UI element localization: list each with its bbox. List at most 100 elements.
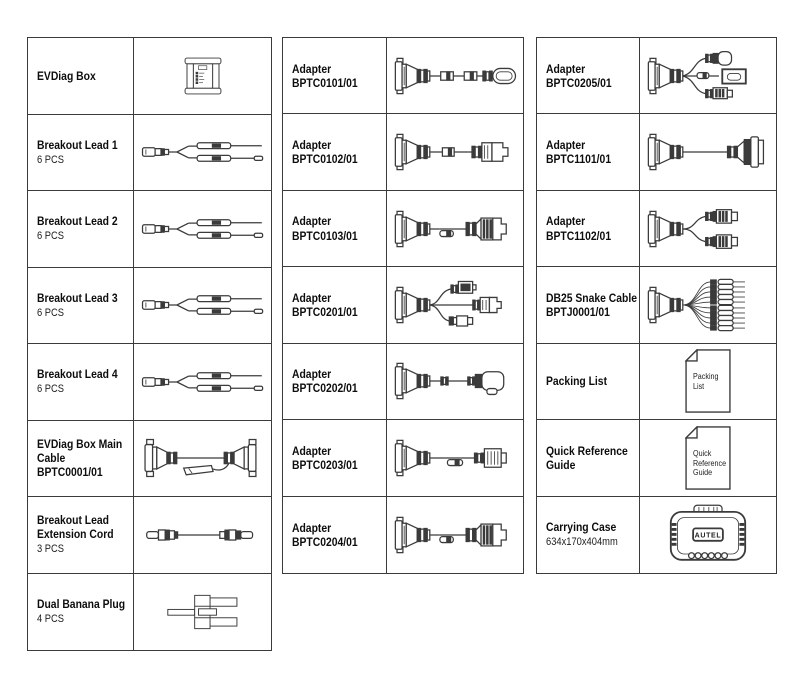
adapter-square-plug-illustration bbox=[392, 427, 518, 489]
packing-list-table-right: Adapter BPTC0205/01 Adapter BPTC1101/01 … bbox=[536, 37, 777, 574]
item-quantity: 3 PCS bbox=[37, 543, 65, 556]
table-row: Adapter BPTC0101/01 bbox=[283, 38, 523, 115]
document-icon-label: Packing List bbox=[693, 372, 719, 392]
adapter-gun-plug-illustration bbox=[392, 350, 518, 412]
item-label-cell: Quick Reference Guide bbox=[537, 420, 640, 496]
item-illustration-cell bbox=[134, 115, 271, 191]
table-row: Packing List Packing List bbox=[537, 343, 776, 421]
item-title: EVDiag Box bbox=[37, 68, 96, 83]
item-title: Adapter bbox=[292, 137, 332, 152]
carrying-case-illustration: AUTEL bbox=[669, 504, 747, 561]
item-label-cell: Breakout Lead 1 6 PCS bbox=[28, 114, 134, 190]
table-row: Breakout Lead 2 6 PCS bbox=[28, 191, 271, 268]
item-label-cell: Breakout Lead 2 6 PCS bbox=[28, 191, 134, 267]
adapter-three-way-illustration bbox=[392, 274, 518, 336]
item-part-number: BPTC0001/01 bbox=[37, 465, 103, 480]
item-quantity: 4 PCS bbox=[37, 613, 65, 626]
quick-reference-guide-document-icon: Quick Reference Guide bbox=[685, 426, 731, 490]
item-illustration-cell: Quick Reference Guide bbox=[640, 420, 776, 495]
table-row: Breakout Lead Extension Cord 3 PCS bbox=[28, 497, 271, 574]
item-illustration-cell bbox=[134, 421, 271, 497]
table-row: Adapter BPTC0201/01 bbox=[283, 267, 523, 344]
item-part-number: BPTC0205/01 bbox=[546, 75, 612, 90]
item-title: Adapter bbox=[292, 520, 332, 535]
item-part-number: BPTC0202/01 bbox=[292, 381, 358, 396]
item-illustration-cell: Packing List bbox=[640, 344, 776, 419]
item-title: Quick Reference Guide bbox=[546, 443, 628, 472]
item-illustration-cell bbox=[387, 420, 523, 495]
table-row: Breakout Lead 4 6 PCS bbox=[28, 344, 271, 421]
item-quantity: 6 PCS bbox=[37, 383, 65, 396]
item-title: Carrying Case bbox=[546, 520, 617, 535]
item-dimensions: 634x170x404mm bbox=[546, 536, 618, 549]
item-title: Adapter bbox=[546, 214, 586, 229]
item-label-cell: Breakout Lead 3 6 PCS bbox=[28, 267, 134, 343]
item-title: DB25 Snake Cable bbox=[546, 290, 637, 305]
breakout-lead-illustration bbox=[140, 274, 266, 336]
breakout-lead-illustration bbox=[140, 351, 266, 413]
item-illustration-cell bbox=[134, 38, 271, 114]
document-icon-label: Quick Reference Guide bbox=[693, 448, 727, 478]
table-row: Adapter BPTC0202/01 bbox=[283, 343, 523, 421]
adapter-two-split-illustration bbox=[645, 198, 771, 260]
adapter-three-split-illustration bbox=[645, 45, 771, 107]
item-illustration-cell bbox=[134, 574, 271, 651]
item-title: Breakout Lead 2 bbox=[37, 214, 118, 229]
table-row: Adapter BPTC0203/01 bbox=[283, 420, 523, 497]
item-illustration-cell bbox=[134, 497, 271, 573]
item-illustration-cell bbox=[387, 191, 523, 266]
item-part-number: BPTJ0001/01 bbox=[546, 304, 610, 319]
item-label-cell: Dual Banana Plug 4 PCS bbox=[28, 573, 134, 650]
table-row: Adapter BPTC0205/01 bbox=[537, 38, 776, 115]
item-label-cell: EVDiag Box bbox=[28, 38, 134, 114]
table-row: Carrying Case 634x170x404mm AUTEL bbox=[537, 496, 776, 573]
item-part-number: BPTC0201/01 bbox=[292, 304, 358, 319]
item-illustration-cell bbox=[134, 191, 271, 267]
table-row: Adapter BPTC0204/01 bbox=[283, 496, 523, 573]
item-part-number: BPTC0103/01 bbox=[292, 228, 358, 243]
item-title: Adapter bbox=[292, 290, 332, 305]
item-part-number: BPTC1102/01 bbox=[546, 228, 612, 243]
item-label-cell: EVDiag Box Main Cable BPTC0001/01 bbox=[28, 420, 134, 496]
item-label-cell: Adapter BPTC0103/01 bbox=[283, 190, 387, 267]
table-row: Breakout Lead 3 6 PCS bbox=[28, 267, 271, 344]
item-title: Adapter bbox=[292, 214, 332, 229]
item-quantity: 6 PCS bbox=[37, 306, 65, 319]
item-illustration-cell bbox=[640, 267, 776, 342]
item-label-cell: Adapter BPTC1101/01 bbox=[537, 114, 640, 190]
packing-list-document-icon: Packing List bbox=[685, 349, 731, 413]
item-illustration-cell bbox=[640, 191, 776, 266]
item-illustration-cell bbox=[134, 268, 271, 344]
item-illustration-cell bbox=[387, 267, 523, 342]
item-label-cell: Adapter BPTC0204/01 bbox=[283, 496, 387, 573]
item-part-number: BPTC0204/01 bbox=[292, 534, 358, 549]
table-row: DB25 Snake Cable BPTJ0001/01 bbox=[537, 267, 776, 344]
item-title: Adapter bbox=[546, 137, 586, 152]
item-label-cell: Breakout Lead 4 6 PCS bbox=[28, 344, 134, 420]
item-title: EVDiag Box Main Cable bbox=[37, 437, 123, 466]
item-label-cell: Breakout Lead Extension Cord 3 PCS bbox=[28, 497, 134, 573]
item-title: Adapter bbox=[292, 443, 332, 458]
packing-list-table-middle: Adapter BPTC0101/01 Adapter BPTC0102/01 … bbox=[282, 37, 524, 574]
item-label-cell: Adapter BPTC0203/01 bbox=[283, 420, 387, 496]
item-label-cell: Packing List bbox=[537, 343, 640, 420]
item-label-cell: Adapter BPTC0101/01 bbox=[283, 38, 387, 114]
item-label-cell: DB25 Snake Cable BPTJ0001/01 bbox=[537, 267, 640, 343]
item-illustration-cell bbox=[640, 38, 776, 113]
autel-brand-text: AUTEL bbox=[695, 532, 722, 539]
item-title: Breakout Lead 3 bbox=[37, 290, 118, 305]
table-row: EVDiag Box Main Cable BPTC0001/01 bbox=[28, 420, 271, 497]
item-quantity: 6 PCS bbox=[37, 230, 65, 243]
item-title: Breakout Lead 4 bbox=[37, 367, 118, 382]
item-illustration-cell bbox=[387, 114, 523, 189]
table-row: Adapter BPTC1102/01 bbox=[537, 190, 776, 268]
item-illustration-cell bbox=[387, 38, 523, 113]
item-part-number: BPTC0101/01 bbox=[292, 75, 358, 90]
adapter-db25-illustration bbox=[645, 121, 771, 183]
item-title: Breakout Lead 1 bbox=[37, 137, 118, 152]
breakout-lead-illustration bbox=[140, 121, 266, 183]
item-title: Breakout Lead Extension Cord bbox=[37, 513, 114, 542]
item-illustration-cell bbox=[387, 497, 523, 573]
item-title: Adapter bbox=[292, 367, 332, 382]
item-quantity: 6 PCS bbox=[37, 153, 65, 166]
